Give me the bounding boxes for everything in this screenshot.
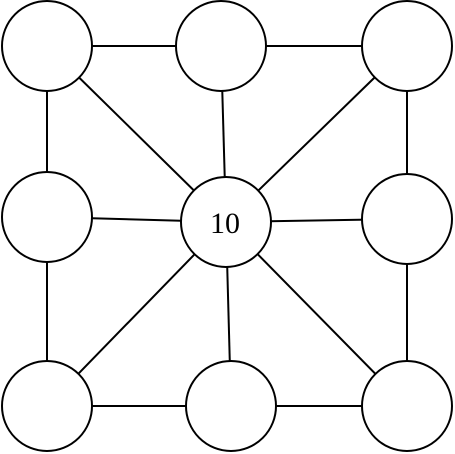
node-bottom-right (361, 360, 453, 452)
node-middle-right (361, 173, 453, 265)
node-label-center: 10 (210, 207, 240, 240)
node-middle-left (1, 171, 93, 263)
node-bottom-left (1, 360, 93, 452)
node-top-left (1, 0, 93, 92)
node-top-right (361, 0, 453, 92)
node-labels: 10 (210, 207, 240, 240)
node-top-middle (175, 0, 267, 92)
node-bottom-middle (185, 360, 277, 452)
node-center (180, 176, 272, 268)
